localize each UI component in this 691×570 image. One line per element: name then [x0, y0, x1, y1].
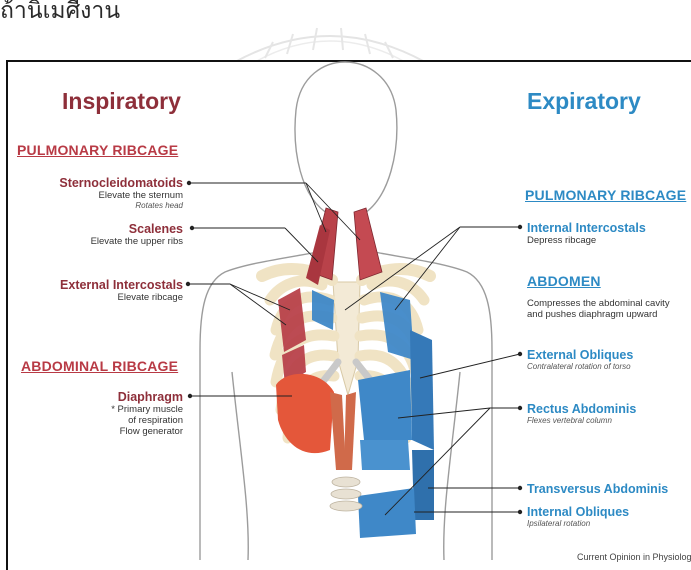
rectus-abdominis-desc: Flexes vertebral column — [527, 416, 636, 425]
diaphragm-desc-2: of respiration — [13, 415, 183, 426]
spine-vertebrae — [330, 477, 362, 511]
external-intercostals-label: External Intercostals Elevate ribcage — [3, 278, 183, 303]
abdomen-heading: ABDOMEN — [527, 273, 601, 289]
abdominal-ribcage-heading: ABDOMINAL RIBCAGE — [21, 358, 178, 374]
rectus-abdominis-muscle — [358, 370, 412, 470]
internal-intercostals-label: Internal Intercostals Depress ribcage — [527, 221, 646, 246]
diaphragm-desc-1: * Primary muscle — [13, 404, 183, 415]
sternocleidomastoids-note: Rotates head — [13, 201, 183, 210]
transversus-muscle — [412, 450, 434, 520]
external-obliques-name: External Obliques — [527, 348, 633, 362]
diaphragm-name: Diaphragm — [13, 390, 183, 404]
internal-obliques-name: Internal Obliques — [527, 505, 629, 519]
transversus-abdominis-name: Transversus Abdominis — [527, 482, 668, 496]
scalenes-desc: Elevate the upper ribs — [13, 236, 183, 247]
abdomen-description: Compresses the abdominal cavity and push… — [527, 298, 670, 320]
scalenes-label: Scalenes Elevate the upper ribs — [13, 222, 183, 247]
right-pulmonary-ribcage-heading: PULMONARY RIBCAGE — [525, 187, 686, 203]
external-obliques-muscle — [410, 330, 434, 450]
rectus-abdominis-label: Rectus Abdominis Flexes vertebral column — [527, 402, 636, 425]
internal-obliques-label: Internal Obliques Ipsilateral rotation — [527, 505, 629, 528]
external-intercostals-desc: Elevate ribcage — [3, 292, 183, 303]
sternocleidomastoids-name: Sternocleidomatoids — [13, 176, 183, 190]
expiratory-heading: Expiratory — [527, 88, 641, 115]
internal-intercostals-name: Internal Intercostals — [527, 221, 646, 235]
internal-intercostals-desc: Depress ribcage — [527, 235, 646, 246]
abdomen-desc-2: and pushes diaphragm upward — [527, 309, 670, 320]
scalenes-name: Scalenes — [13, 222, 183, 236]
external-intercostals-name: External Intercostals — [3, 278, 183, 292]
diaphragm-desc-3: Flow generator — [13, 426, 183, 437]
sternocleidomastoids-label: Sternocleidomatoids Elevate the sternum … — [13, 176, 183, 210]
abdomen-desc-1: Compresses the abdominal cavity — [527, 298, 670, 309]
diaphragm-crura — [330, 392, 356, 470]
diaphragm-label: Diaphragm * Primary muscle of respiratio… — [13, 390, 183, 437]
left-pulmonary-ribcage-heading: PULMONARY RIBCAGE — [17, 142, 178, 158]
external-obliques-desc: Contralateral rotation of torso — [527, 362, 633, 371]
internal-obliques-desc: Ipsilateral rotation — [527, 519, 629, 528]
inspiratory-heading: Inspiratory — [62, 88, 181, 115]
sternocleidomastoids-desc: Elevate the sternum — [13, 190, 183, 201]
transversus-abdominis-label: Transversus Abdominis — [527, 482, 668, 496]
external-obliques-label: External Obliques Contralateral rotation… — [527, 348, 633, 371]
rectus-abdominis-name: Rectus Abdominis — [527, 402, 636, 416]
